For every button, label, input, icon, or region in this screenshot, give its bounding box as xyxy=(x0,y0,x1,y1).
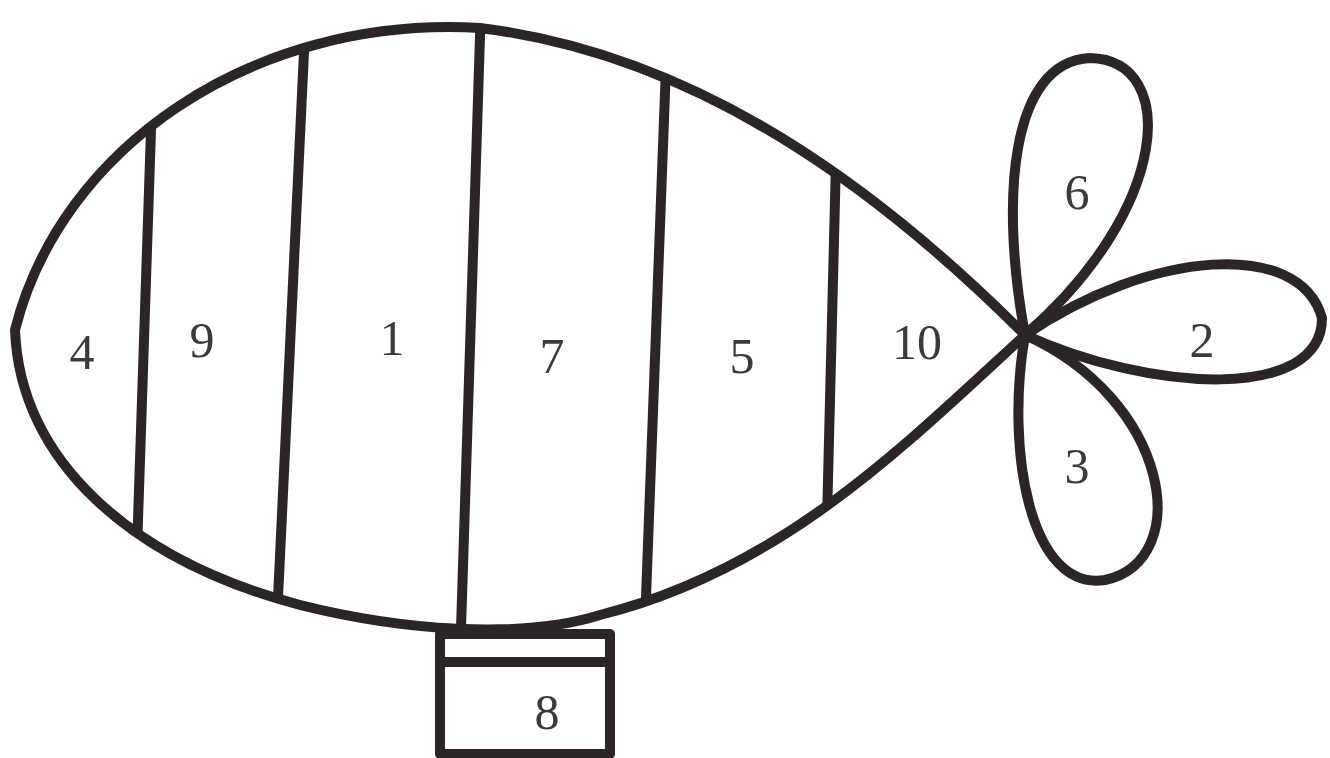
callout-number: 5 xyxy=(720,327,765,385)
callout-number: 6 xyxy=(1055,163,1100,221)
callout-number: 7 xyxy=(530,327,575,385)
callout-number: 2 xyxy=(1180,311,1225,369)
callout-number: 3 xyxy=(1055,437,1100,495)
callout-number: 10 xyxy=(882,313,952,371)
callout-number: 8 xyxy=(525,683,570,741)
callout-number: 4 xyxy=(60,323,105,381)
callout-number: 9 xyxy=(180,311,225,369)
callout-number: 1 xyxy=(370,309,415,367)
